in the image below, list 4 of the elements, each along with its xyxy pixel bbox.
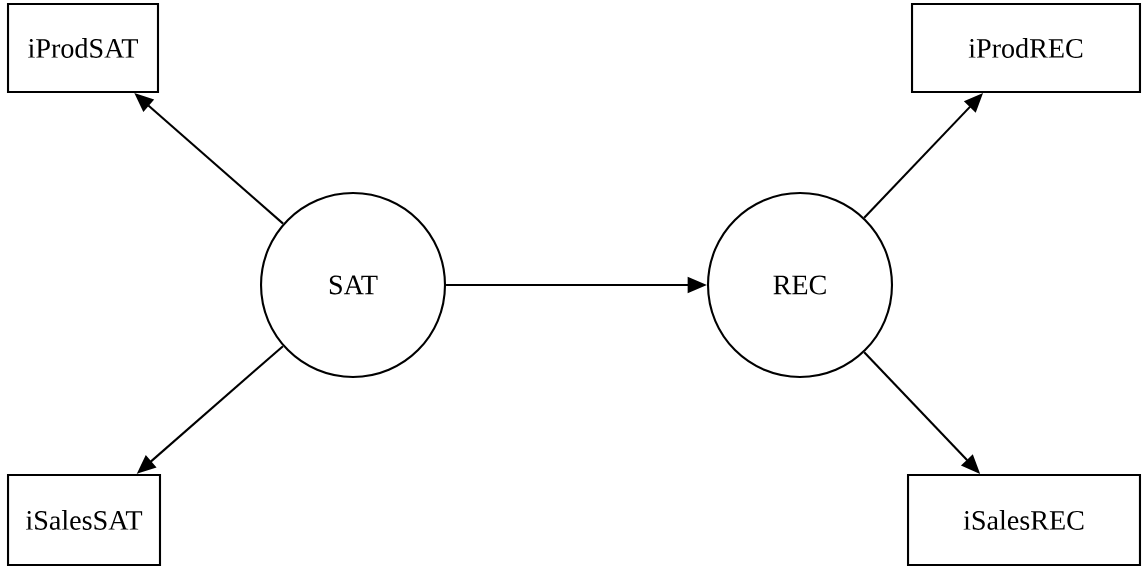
- variable-box: iSalesREC: [906, 473, 1142, 567]
- variable-box: iSalesSAT: [6, 473, 162, 567]
- variable-box: iProdSAT: [6, 2, 160, 94]
- variable-box: iProdREC: [910, 2, 1142, 94]
